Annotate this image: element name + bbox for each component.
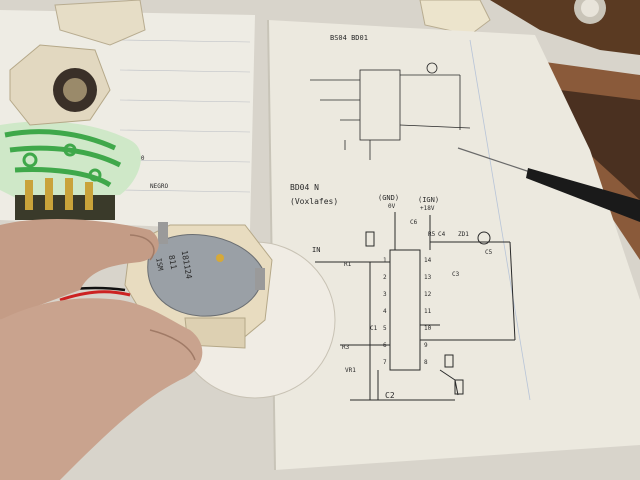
c3-label: C3 [452, 271, 460, 278]
zd1-label: ZD1 [458, 231, 469, 238]
r5-label: R5 [428, 231, 436, 238]
connector-pins [15, 178, 115, 220]
motor-label-2: 811 [167, 254, 178, 270]
ic-pin-13: 13 [424, 274, 432, 281]
section-title: BD04 N [290, 183, 319, 192]
lower-schematic [315, 212, 516, 401]
ic-pin-12: 12 [424, 291, 432, 298]
ic-pin-1: 1 [383, 257, 387, 264]
tool-tip [457, 147, 531, 173]
sheet-header: BS04 BD01 [330, 34, 368, 42]
c4-label: C4 [438, 231, 446, 238]
ic-pin-11: 11 [424, 308, 432, 315]
r3-label: R3 [342, 344, 350, 351]
vr1-label: VR1 [345, 367, 356, 374]
c5-label: C5 [485, 249, 493, 256]
ic-pin-3: 3 [383, 291, 387, 298]
upper-schematic [310, 62, 471, 160]
left-sheet-lines [119, 39, 251, 193]
gauge-part-left [9, 44, 111, 126]
ic-pin-14: 14 [424, 257, 432, 264]
schematic-sheet [268, 20, 640, 470]
ic-pin-4: 4 [383, 308, 387, 315]
left-note-2: NEGRO [150, 183, 168, 190]
red-wire [59, 290, 131, 302]
hand [0, 218, 203, 480]
ic-pin-2: 2 [383, 274, 387, 281]
r1-label: R1 [344, 261, 352, 268]
input-label: IN [312, 246, 320, 254]
ic-pin-5: 5 [383, 325, 387, 332]
motor-shaft [216, 254, 224, 262]
screw-right [255, 268, 265, 290]
c2-label: C2 [385, 391, 395, 400]
ic-pin-9: 9 [424, 342, 428, 349]
motor-label-3: ISM [154, 257, 164, 271]
gauge-part-top [54, 0, 146, 46]
c1-label: C1 [370, 325, 378, 332]
supply-value: +18V [420, 205, 435, 212]
supply-label: (IGN) [418, 196, 439, 204]
ic-pin-7: 7 [383, 359, 387, 366]
motor-face [147, 234, 263, 317]
screw-top [158, 222, 168, 244]
small-part [419, 0, 491, 36]
pcb-drawing [0, 121, 141, 200]
ground-label: (GND) [378, 194, 399, 202]
ic-pin-8: 8 [424, 359, 428, 366]
tool-handle [526, 168, 640, 222]
ic-pin-6: 6 [383, 342, 387, 349]
section-subtitle: (Voxlafes) [290, 197, 338, 206]
c6-label: C6 [410, 219, 418, 226]
ic-pin-10: 10 [424, 325, 432, 332]
ground-value: 0V [388, 203, 396, 210]
